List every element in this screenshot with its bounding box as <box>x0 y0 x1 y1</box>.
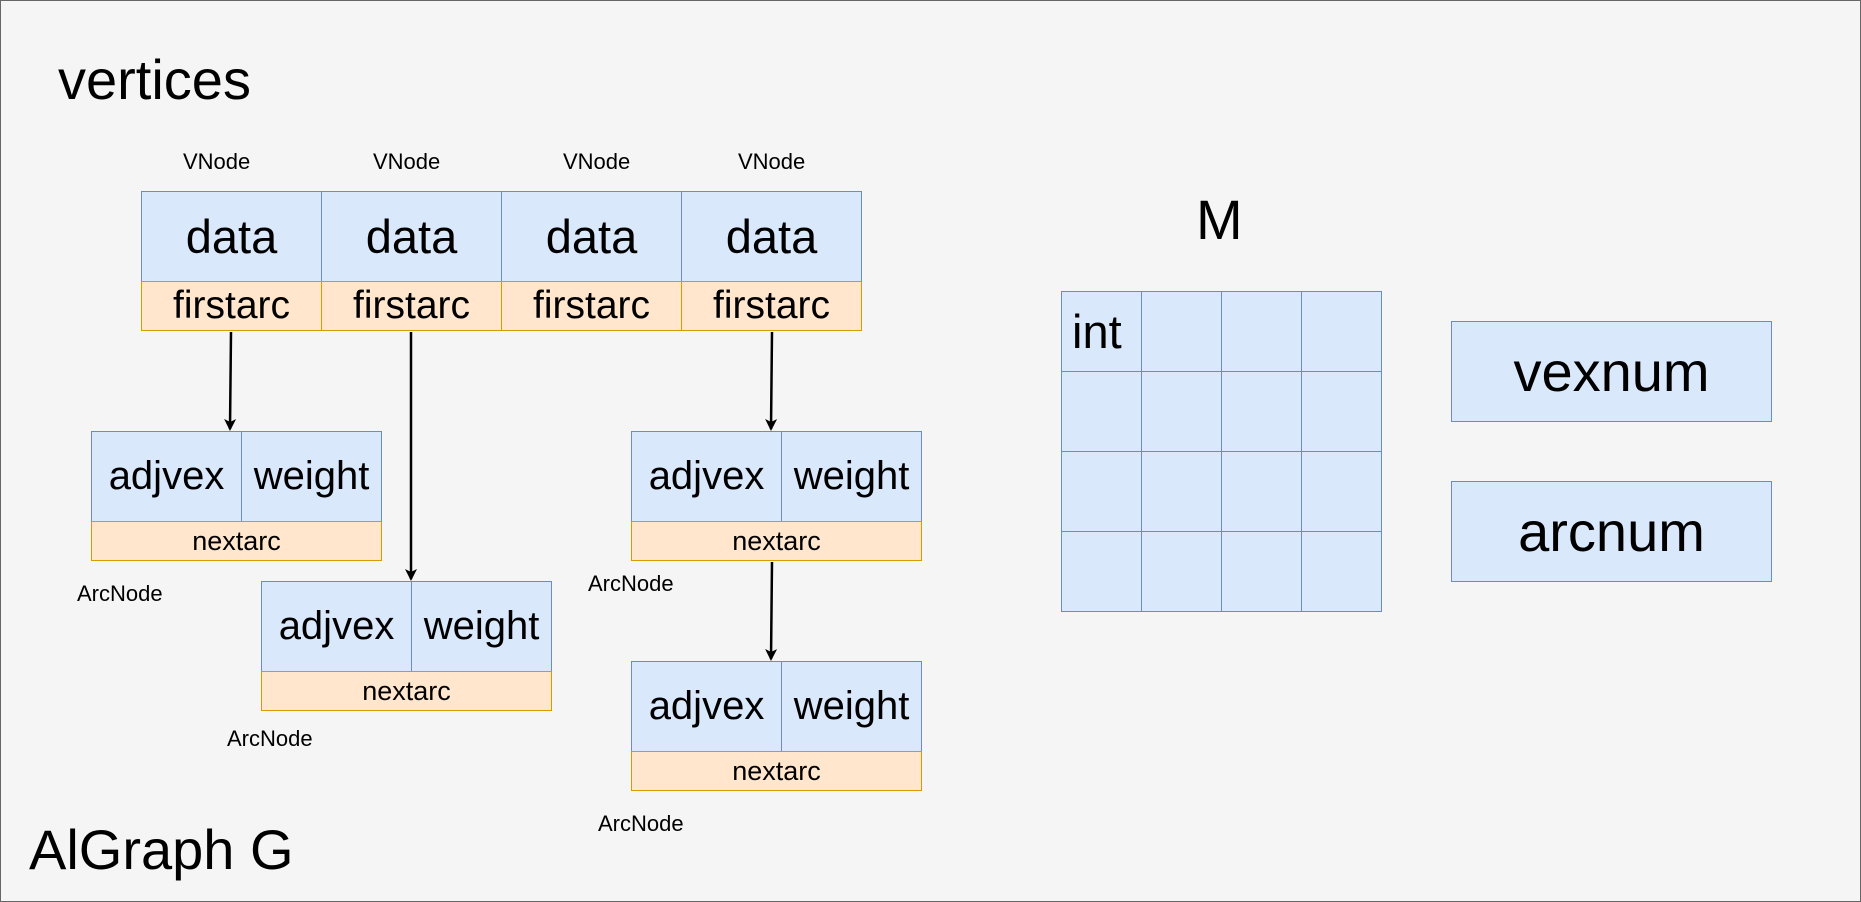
arcnode-label-1: ArcNode <box>77 581 163 606</box>
vertex-4-firstarc: firstarc <box>681 281 862 331</box>
vertex-3-firstarc: firstarc <box>501 281 682 331</box>
vertices-label: vertices <box>58 48 251 111</box>
matrix-cell-3-2 <box>1221 531 1302 612</box>
arcnum-box: arcnum <box>1451 481 1772 582</box>
vertex-4-data: data <box>681 191 862 282</box>
matrix-cell-2-0 <box>1061 451 1142 532</box>
graph-label: AlGraph G <box>29 818 294 881</box>
matrix-cell-2-1 <box>1141 451 1222 532</box>
arrow-vertex-4-to-arcnode-3 <box>765 331 778 431</box>
arcnode-1-adjvex: adjvex <box>91 431 242 522</box>
arcnode-label-4: ArcNode <box>598 811 684 836</box>
arcnode-3-nextarc: nextarc <box>631 521 922 561</box>
arcnode-4-weight: weight <box>781 661 922 752</box>
arcnode-3-weight: weight <box>781 431 922 522</box>
arrow-vertex-1-to-arcnode-1 <box>224 331 237 431</box>
vertex-1-data: data <box>141 191 322 282</box>
matrix-cell-2-2 <box>1221 451 1302 532</box>
matrix-cell-0-0: int <box>1061 291 1142 372</box>
arcnode-4-nextarc: nextarc <box>631 751 922 791</box>
matrix-cell-3-0 <box>1061 531 1142 612</box>
vnode-label-4: VNode <box>738 149 806 174</box>
vexnum-box: vexnum <box>1451 321 1772 422</box>
vnode-label-2: VNode <box>373 149 441 174</box>
matrix-cell-1-0 <box>1061 371 1142 452</box>
vertex-3-data: data <box>501 191 682 282</box>
arcnode-2-nextarc: nextarc <box>261 671 552 711</box>
arcnode-4-adjvex: adjvex <box>631 661 782 752</box>
arcnode-2-weight: weight <box>411 581 552 672</box>
matrix-title: M <box>1196 188 1243 251</box>
matrix-cell-0-3 <box>1301 291 1382 372</box>
vnode-label-1: VNode <box>183 149 251 174</box>
arcnode-3-adjvex: adjvex <box>631 431 782 522</box>
arcnode-label-2: ArcNode <box>227 726 313 751</box>
vertex-1-firstarc: firstarc <box>141 281 322 331</box>
matrix-cell-2-3 <box>1301 451 1382 532</box>
vnode-label-3: VNode <box>563 149 631 174</box>
vertex-2-data: data <box>321 191 502 282</box>
arrow-arcnode-3-to-arcnode-4 <box>765 561 778 661</box>
matrix-cell-1-2 <box>1221 371 1302 452</box>
matrix-cell-0-2 <box>1221 291 1302 372</box>
arcnode-label-3: ArcNode <box>588 571 674 596</box>
arcnode-2-adjvex: adjvex <box>261 581 412 672</box>
matrix-cell-3-3 <box>1301 531 1382 612</box>
vertex-2-firstarc: firstarc <box>321 281 502 331</box>
matrix-cell-1-3 <box>1301 371 1382 452</box>
matrix-cell-3-1 <box>1141 531 1222 612</box>
arcnode-1-weight: weight <box>241 431 382 522</box>
arcnode-1-nextarc: nextarc <box>91 521 382 561</box>
